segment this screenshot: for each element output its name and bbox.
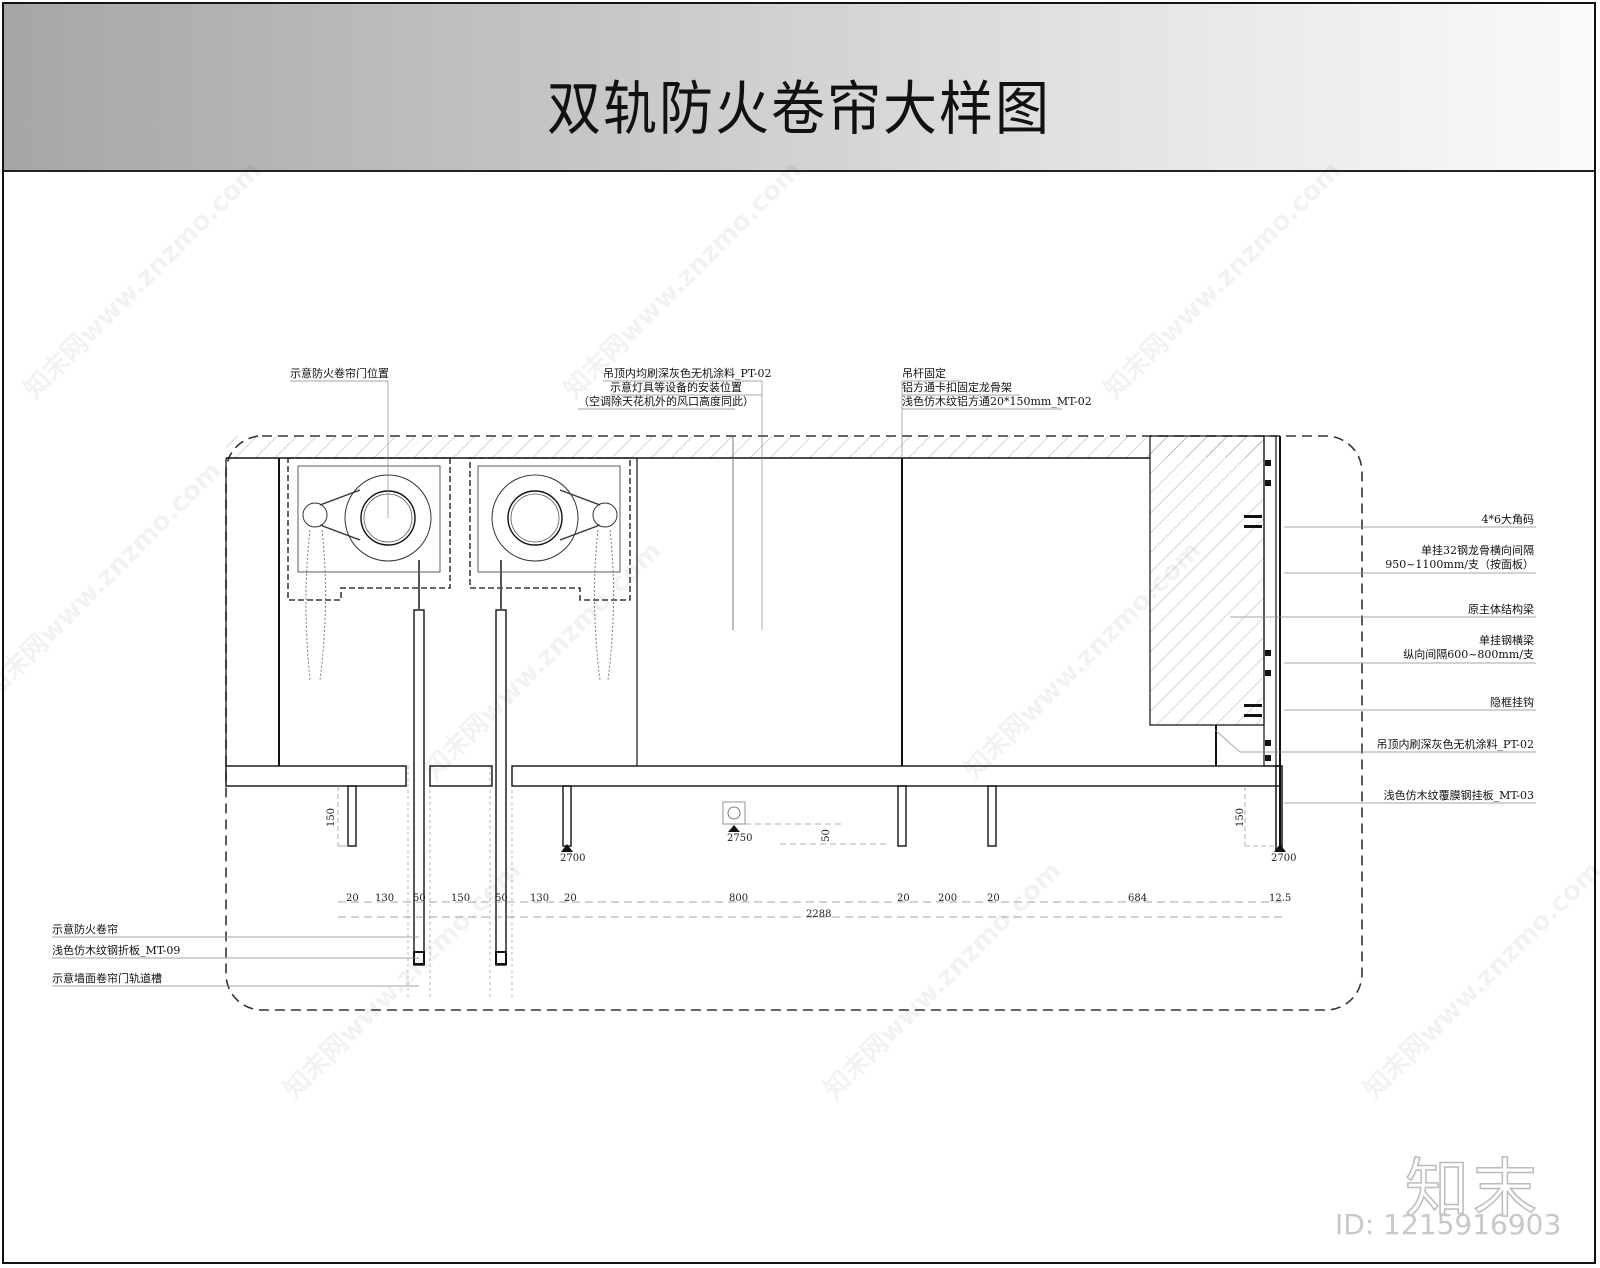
- dim-segment: 130: [375, 893, 395, 904]
- elevation-right-panel: 2700: [1271, 853, 1297, 864]
- callout-door-position: 示意防火卷帘门位置: [290, 367, 389, 380]
- structural-beam: [1149, 435, 1265, 726]
- dim-segment: 12.5: [1269, 893, 1292, 904]
- elevation-left-fin: 2700: [560, 853, 586, 864]
- callout-ceiling-paint: 吊顶内均刷深灰色无机涂料_PT-02: [603, 367, 772, 380]
- dim-segment: 130: [530, 893, 550, 904]
- title-bar: 双轨防火卷帘大样图: [4, 4, 1594, 172]
- callout-hidden-hook: 隐框挂钩: [1490, 696, 1534, 709]
- callout-structural-beam: 原主体结构梁: [1468, 603, 1534, 616]
- dim-segment: 150: [451, 893, 471, 904]
- callout-angle-bracket: 4*6大角码: [1481, 513, 1535, 526]
- callout-light-position: 示意灯具等设备的安装位置: [610, 381, 742, 394]
- elevation-light: 2750: [727, 833, 753, 844]
- callout-ceiling-paint-right: 吊顶内刷深灰色无机涂料_PT-02: [1376, 738, 1534, 751]
- watermark-logo: 知末: [1404, 1152, 1541, 1228]
- dim-segment: 200: [938, 893, 958, 904]
- dim-segment: 20: [987, 893, 1000, 904]
- dim-right-panel-depth: 150: [1235, 807, 1247, 828]
- dim-segment: 20: [346, 893, 359, 904]
- drawing-title: 双轨防火卷帘大样图: [547, 74, 1051, 143]
- dim-segment: 50: [495, 893, 508, 904]
- slab-hatch: [226, 436, 1262, 458]
- dim-segment: 800: [729, 893, 749, 904]
- dim-left-fin-depth: 150: [326, 807, 338, 828]
- dim-segment: 20: [897, 893, 910, 904]
- callout-steel-keel: 单挂32钢龙骨横向间隔: [1421, 544, 1534, 557]
- dim-light-offset: 50: [820, 829, 832, 842]
- dim-segment: 50: [413, 893, 426, 904]
- dim-total: 2288: [806, 909, 832, 920]
- callout-steel-panel: 浅色仿木纹覆膜钢挂板_MT-03: [1383, 789, 1534, 802]
- callout-fire-shutter: 示意防火卷帘: [52, 923, 118, 936]
- callout-hanger: 吊杆固定: [902, 367, 946, 380]
- callout-aluminum-tube: 浅色仿木纹铝方通20*150mm_MT-02: [902, 395, 1092, 408]
- callout-folded-steel-plate: 浅色仿木纹钢折板_MT-09: [52, 944, 181, 957]
- dim-segment: 20: [564, 893, 577, 904]
- watermark-id: ID: 1215916903: [1335, 1208, 1562, 1241]
- callout-crossbeam-spacing: 纵向间隔600~800mm/支: [1403, 648, 1534, 661]
- callout-vent-note: （空调除天花机外的风口高度同此）: [578, 395, 754, 408]
- callout-clip-frame: 铝方通卡扣固定龙骨架: [902, 381, 1012, 394]
- callout-track-groove: 示意墙面卷帘门轨道槽: [52, 972, 162, 985]
- dim-segment: 684: [1128, 893, 1148, 904]
- callout-steel-crossbeam: 单挂钢横梁: [1479, 634, 1534, 647]
- callout-steel-keel-spacing: 950~1100mm/支（按面板）: [1385, 558, 1534, 571]
